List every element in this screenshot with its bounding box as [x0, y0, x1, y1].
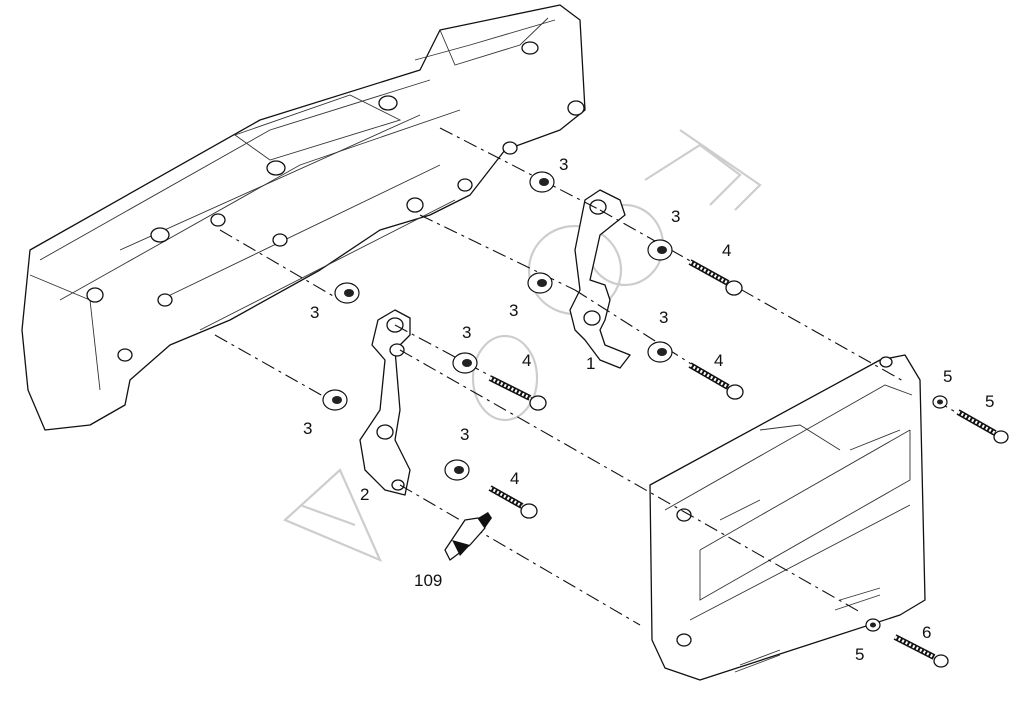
callout-3: 3 [462, 323, 471, 342]
callout-3: 3 [509, 301, 518, 320]
control-unit-module [649, 354, 926, 681]
screw-lower [893, 634, 949, 668]
bushing-upper-left [529, 171, 555, 193]
bracket-1 [569, 189, 631, 369]
callout-4: 4 [722, 241, 731, 260]
washers-and-screws [865, 395, 1009, 668]
bolt-right [688, 362, 744, 400]
intake-manifold-housing [21, 4, 586, 431]
screw-upper [956, 409, 1009, 444]
housing-bolt-bosses [86, 41, 585, 362]
bracket-2 [359, 309, 411, 496]
bushing-bottom [444, 459, 470, 481]
callout-4: 4 [510, 469, 519, 488]
callout-2: 2 [360, 485, 369, 504]
callout-3: 3 [559, 155, 568, 174]
bushing-left-lower [322, 389, 348, 411]
callout-6: 6 [922, 623, 931, 642]
callout-3: 3 [671, 207, 680, 226]
bushing-center [452, 352, 478, 374]
callout-5: 5 [985, 392, 994, 411]
bushing-right-mid [647, 341, 673, 363]
callout-3: 3 [310, 303, 319, 322]
sealant-tube-icon [444, 512, 492, 561]
bolt-bottom [488, 485, 538, 519]
callout-3: 3 [659, 308, 668, 327]
bushing-upper-right [647, 239, 673, 261]
callout-1: 1 [586, 354, 595, 373]
callout-5: 5 [943, 367, 952, 386]
callout-3: 3 [303, 419, 312, 438]
bushing-left-upper [334, 282, 360, 304]
bolt-upper [688, 259, 743, 296]
callout-4: 4 [714, 351, 723, 370]
callout-labels: 3 3 4 3 3 3 3 1 4 4 3 3 2 4 109 5 5 5 6 [303, 155, 994, 664]
callout-5: 5 [855, 645, 864, 664]
callout-109: 109 [414, 571, 442, 590]
bolts [488, 259, 744, 519]
bolt-center [488, 375, 547, 411]
callout-3: 3 [460, 425, 469, 444]
callout-4: 4 [522, 351, 531, 370]
bushings [322, 171, 673, 481]
bushing-mid [527, 272, 553, 294]
